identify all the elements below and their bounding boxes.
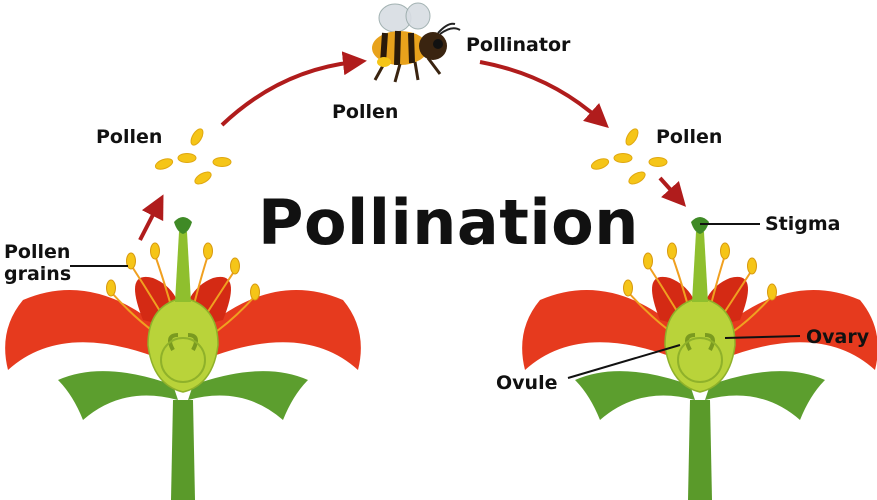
style [175,232,191,302]
stem [171,400,195,500]
arrows [138,51,687,241]
style [692,232,708,302]
petal-left [5,290,164,370]
arrow-bee-to-pollen [479,60,609,129]
sepal-left [58,371,178,420]
diagram-title: Pollination [258,186,639,259]
anther [203,242,213,260]
anther [643,252,653,270]
label-ovary: Ovary [806,326,870,348]
arrow-pollen-to-stigma [658,176,687,207]
spacer [0,0,690,340]
anther [250,283,260,301]
anther [106,279,116,297]
pollen-grain [212,157,232,167]
bee-pollinator [372,2,461,83]
pollen-cluster-left [154,128,232,185]
sepal-right [705,371,825,420]
arrow-flower-to-pollen [138,194,164,241]
anther [667,242,677,260]
ovary [147,299,219,393]
ovary-chamber [677,337,723,383]
petal-left [522,290,680,370]
anther [150,242,160,260]
pollen-grain [194,171,212,185]
label-pollen-grains-line2: grains [4,263,72,285]
pollen-grain [648,157,668,167]
pollen-grain [177,153,197,163]
label-pollen-bee: Pollen [332,101,399,123]
label-ovule: Ovule [496,372,558,394]
anther [623,279,633,297]
anther [720,242,730,260]
label-leader-lines [70,223,801,379]
pollen-grain [154,158,174,170]
label-stigma: Stigma [765,213,841,235]
sepal-right [188,371,308,420]
sepal-left [575,371,695,420]
stigma [691,217,709,234]
pollen-grain [613,153,633,163]
anther [767,283,777,301]
anther [230,257,240,275]
label-pollinator: Pollinator [466,34,571,56]
label-pollen-grains: Pollen grains [4,241,71,285]
anther [126,252,136,270]
ovary-chamber [160,337,206,383]
anther [747,257,757,275]
ovary [664,299,736,393]
left-flower [5,217,361,500]
label-pollen-grains-line1: Pollen [4,241,71,263]
pollen-grain [190,128,204,146]
ovule [684,333,716,351]
pollen-grain [590,158,610,170]
pollen-grain [625,128,639,146]
pollen-cluster-right [590,128,668,185]
stem [688,400,712,500]
arrow-pollen-to-bee [220,51,367,127]
label-pollen-left: Pollen [96,126,163,148]
stigma [174,217,192,234]
pollen-grain [628,171,646,185]
label-pollen-right: Pollen [656,126,723,148]
ovule [167,333,199,351]
